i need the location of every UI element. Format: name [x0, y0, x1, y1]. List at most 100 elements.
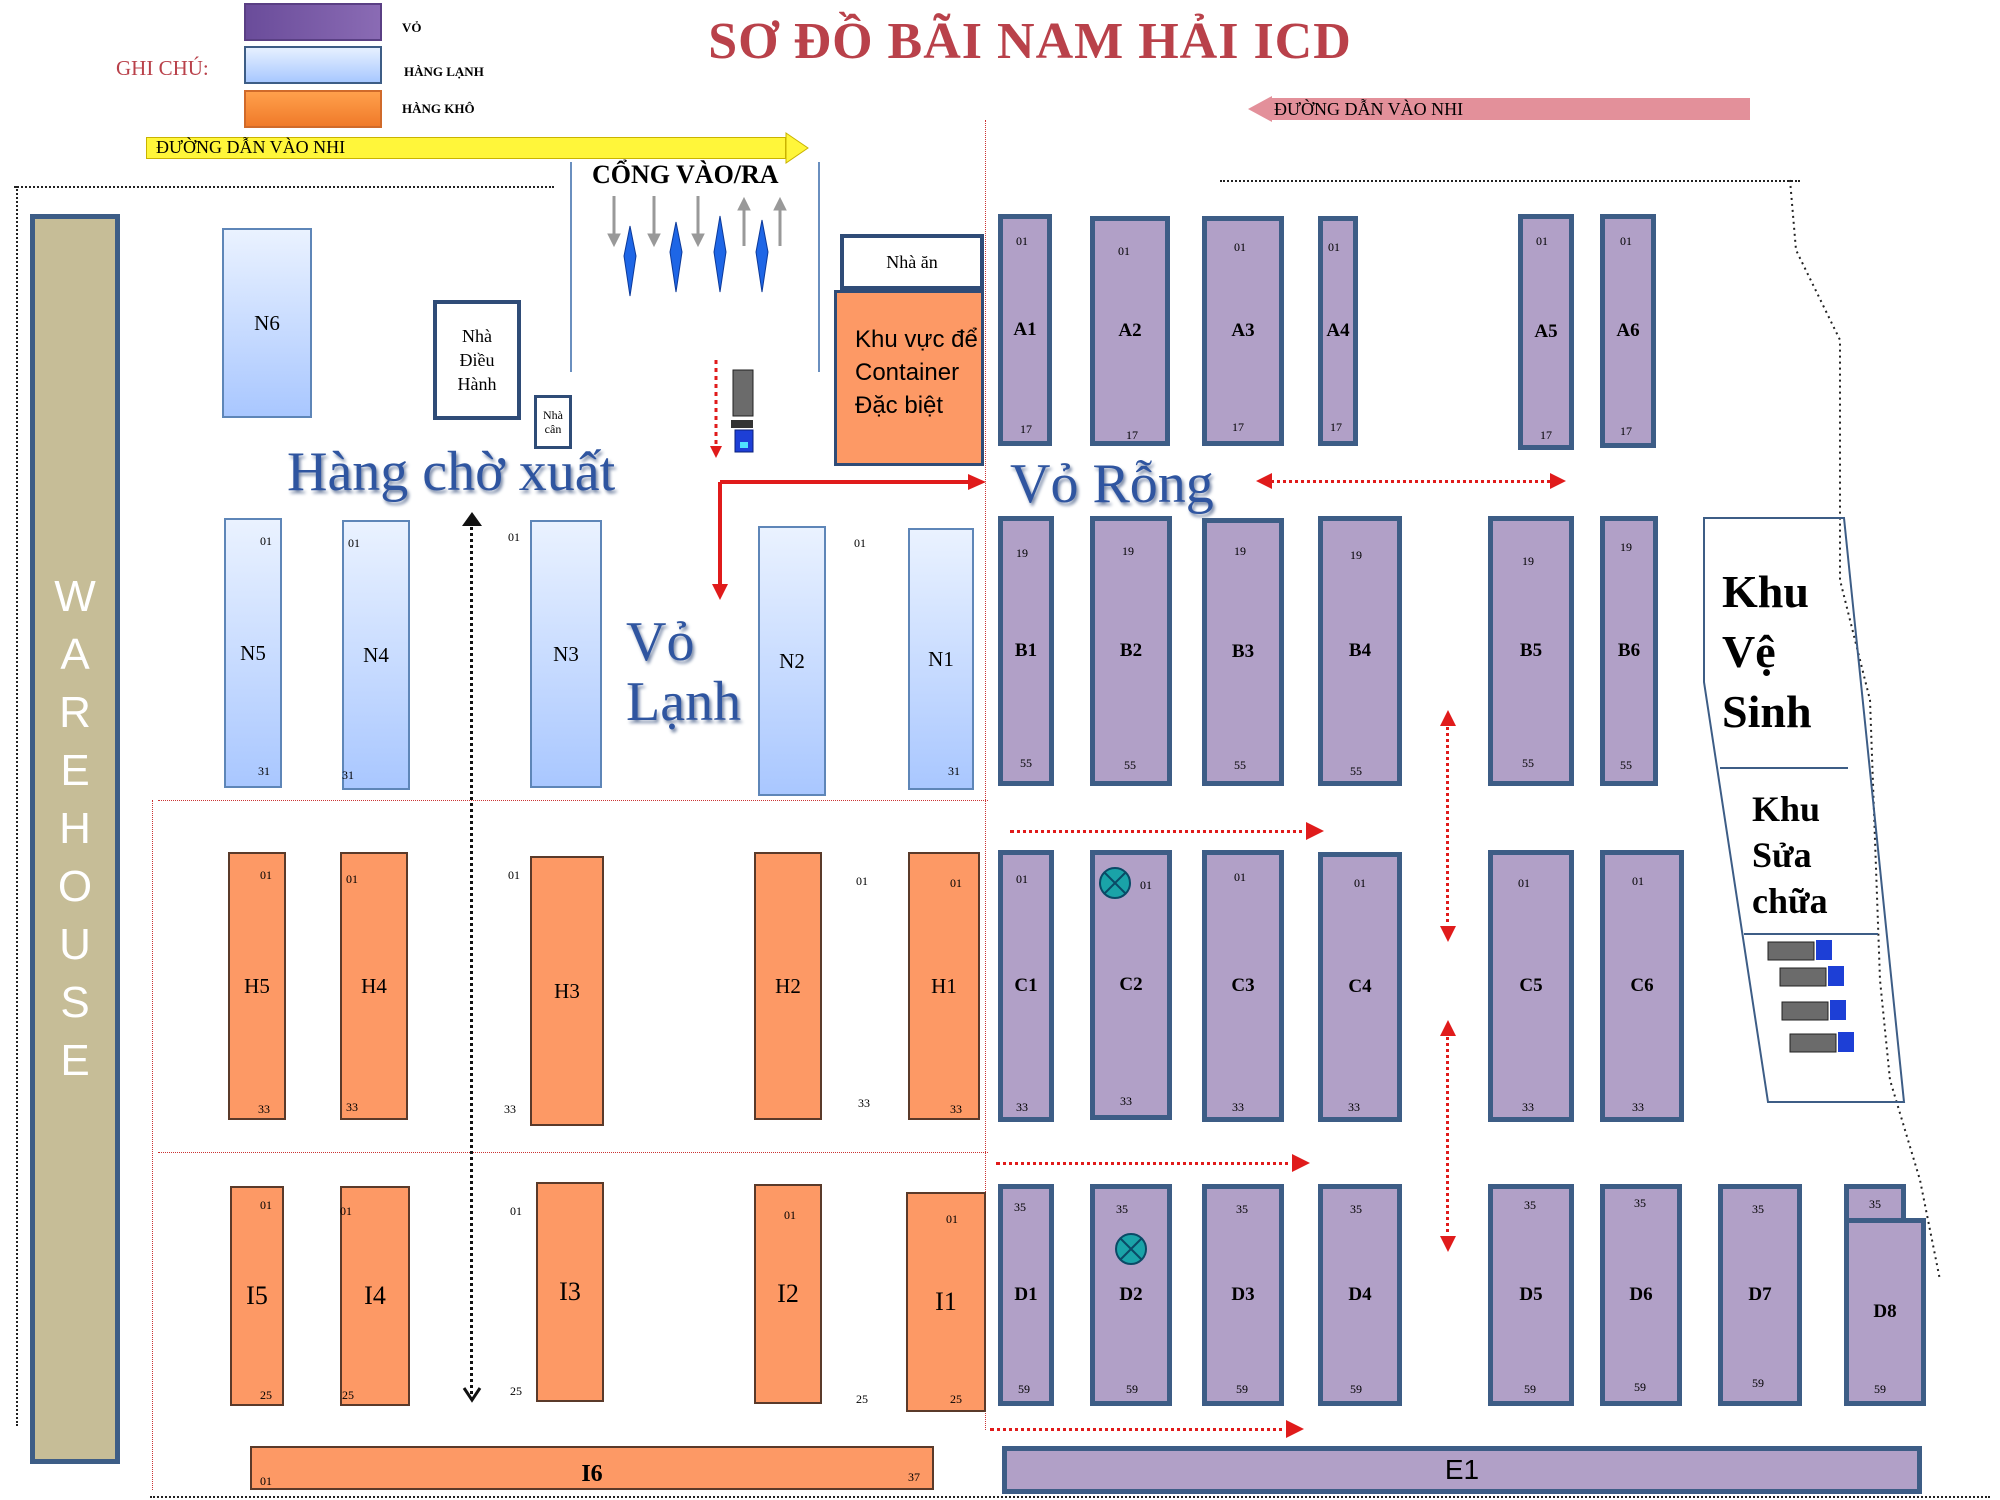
block-I4[interactable]: I4	[340, 1186, 410, 1406]
legend-label: GHI CHÚ:	[116, 56, 209, 80]
slot-end: 25	[260, 1388, 272, 1402]
slot-end: 25	[950, 1392, 962, 1406]
block-label: A5	[1534, 321, 1558, 342]
slot-end: 59	[1524, 1382, 1536, 1396]
block-E1[interactable]: E1	[1002, 1446, 1922, 1494]
weighbridge-house: Nhà cân	[534, 395, 572, 449]
block-B3[interactable]: B3	[1202, 518, 1284, 786]
block-label: B3	[1231, 641, 1255, 662]
block-C3[interactable]: C3	[1202, 850, 1284, 1122]
block-D8[interactable]: D8	[1844, 1218, 1926, 1406]
slot-end: 33	[1632, 1100, 1644, 1114]
traffic-arrow-vertical-1-heads	[1440, 710, 1456, 942]
slot-start: 01	[1234, 240, 1246, 254]
block-A1[interactable]: A1	[998, 214, 1052, 446]
block-I2[interactable]: I2	[754, 1184, 822, 1404]
legend-swatch-kho	[244, 90, 382, 128]
block-D2[interactable]: D2	[1090, 1184, 1172, 1406]
block-D6[interactable]: D6	[1600, 1184, 1682, 1406]
slot-end: 55	[1620, 758, 1632, 772]
slot-start: 01	[1632, 874, 1644, 888]
block-D8-top[interactable]: 35	[1844, 1184, 1906, 1224]
block-H2[interactable]: H2	[754, 852, 822, 1120]
zone-reefer-empty: Vỏ Lạnh	[626, 612, 741, 732]
block-D1[interactable]: D1	[998, 1184, 1054, 1406]
block-C1[interactable]: C1	[998, 850, 1054, 1122]
block-label: D4	[1348, 1284, 1372, 1305]
block-A5[interactable]: A5	[1518, 214, 1574, 450]
repair-line: Khu	[1752, 789, 1821, 829]
block-N4[interactable]: N4	[342, 520, 410, 790]
traffic-arrow-empty-heads	[1256, 473, 1566, 489]
block-D7[interactable]: D7	[1718, 1184, 1802, 1406]
block-N1[interactable]: N1	[908, 528, 974, 790]
block-N6[interactable]: N6	[222, 228, 312, 418]
slot-end: 17	[1330, 420, 1342, 434]
lane-arrow-head-up	[462, 512, 482, 526]
block-H1[interactable]: H1	[908, 852, 980, 1120]
block-B1[interactable]: B1	[998, 516, 1054, 786]
warehouse-letter: E	[60, 1036, 90, 1085]
block-C5[interactable]: C5	[1488, 850, 1574, 1122]
block-C2[interactable]: C2	[1090, 850, 1172, 1120]
block-label: A2	[1118, 320, 1142, 341]
block-A2[interactable]: A2	[1090, 216, 1170, 446]
traffic-arrow-row-c	[1010, 830, 1310, 833]
zone-divider-vertical	[985, 120, 986, 1430]
block-A6[interactable]: A6	[1600, 214, 1656, 448]
block-B5[interactable]: B5	[1488, 516, 1574, 786]
slot-end: 31	[342, 768, 354, 782]
block-C4[interactable]: C4	[1318, 852, 1402, 1122]
block-D5[interactable]: D5	[1488, 1184, 1574, 1406]
block-A4[interactable]: A4	[1318, 216, 1358, 446]
slot-start: 01	[260, 534, 272, 548]
slot-start: 01	[854, 536, 866, 550]
block-H4[interactable]: H4	[340, 852, 408, 1120]
slot-start: 35	[1236, 1202, 1248, 1216]
block-I6[interactable]: I6	[250, 1446, 934, 1490]
block-label: I1	[935, 1287, 957, 1316]
block-label: B6	[1617, 640, 1641, 661]
block-B2[interactable]: B2	[1090, 516, 1172, 786]
block-N5[interactable]: N5	[224, 518, 282, 788]
slot-end: 55	[1020, 756, 1032, 770]
slot-end: 59	[1874, 1382, 1886, 1396]
special-line: Đặc biệt	[855, 392, 944, 419]
block-label: I4	[364, 1281, 386, 1310]
traffic-arrow-bottom	[990, 1428, 1290, 1431]
block-N2[interactable]: N2	[758, 526, 826, 796]
slot-end: 25	[856, 1392, 868, 1406]
block-H5[interactable]: H5	[228, 852, 286, 1120]
block-D3[interactable]: D3	[1202, 1184, 1284, 1406]
scale-line: cân	[544, 422, 562, 436]
slot-start: 01	[856, 874, 868, 888]
office-line: Nhà	[462, 326, 492, 346]
block-B4[interactable]: B4	[1318, 516, 1402, 786]
block-H3[interactable]: H3	[530, 856, 604, 1126]
slot-end: 59	[1236, 1382, 1248, 1396]
slot-start: 19	[1522, 554, 1534, 568]
slot-start: 01	[946, 1212, 958, 1226]
block-I5[interactable]: I5	[230, 1186, 284, 1406]
block-I3[interactable]: I3	[536, 1182, 604, 1402]
block-C6[interactable]: C6	[1600, 850, 1684, 1122]
block-label: N4	[363, 642, 389, 667]
slot-start: 01	[508, 868, 520, 882]
zone-waiting-export: Hàng chờ xuất	[287, 441, 616, 503]
block-B6[interactable]: B6	[1600, 516, 1658, 786]
slot-start: 35	[1524, 1198, 1536, 1212]
route-right-label: ĐƯỜNG DẪN VÀO NHI	[1274, 99, 1464, 119]
block-label: D2	[1119, 1284, 1143, 1305]
slot-start: 01	[1016, 872, 1028, 886]
warehouse-letter: A	[60, 630, 90, 679]
traffic-arrow-vertical-1	[1446, 720, 1449, 930]
warehouse-letter: O	[57, 862, 93, 911]
slot-end: 33	[1016, 1100, 1028, 1114]
slot-start: 01	[260, 1198, 272, 1212]
block-N3[interactable]: N3	[530, 520, 602, 788]
block-I1[interactable]: I1	[906, 1192, 986, 1412]
slot-end: 59	[1752, 1376, 1764, 1390]
block-A3[interactable]: A3	[1202, 216, 1284, 446]
block-D4[interactable]: D4	[1318, 1184, 1402, 1406]
slot-start: 35	[1752, 1202, 1764, 1216]
